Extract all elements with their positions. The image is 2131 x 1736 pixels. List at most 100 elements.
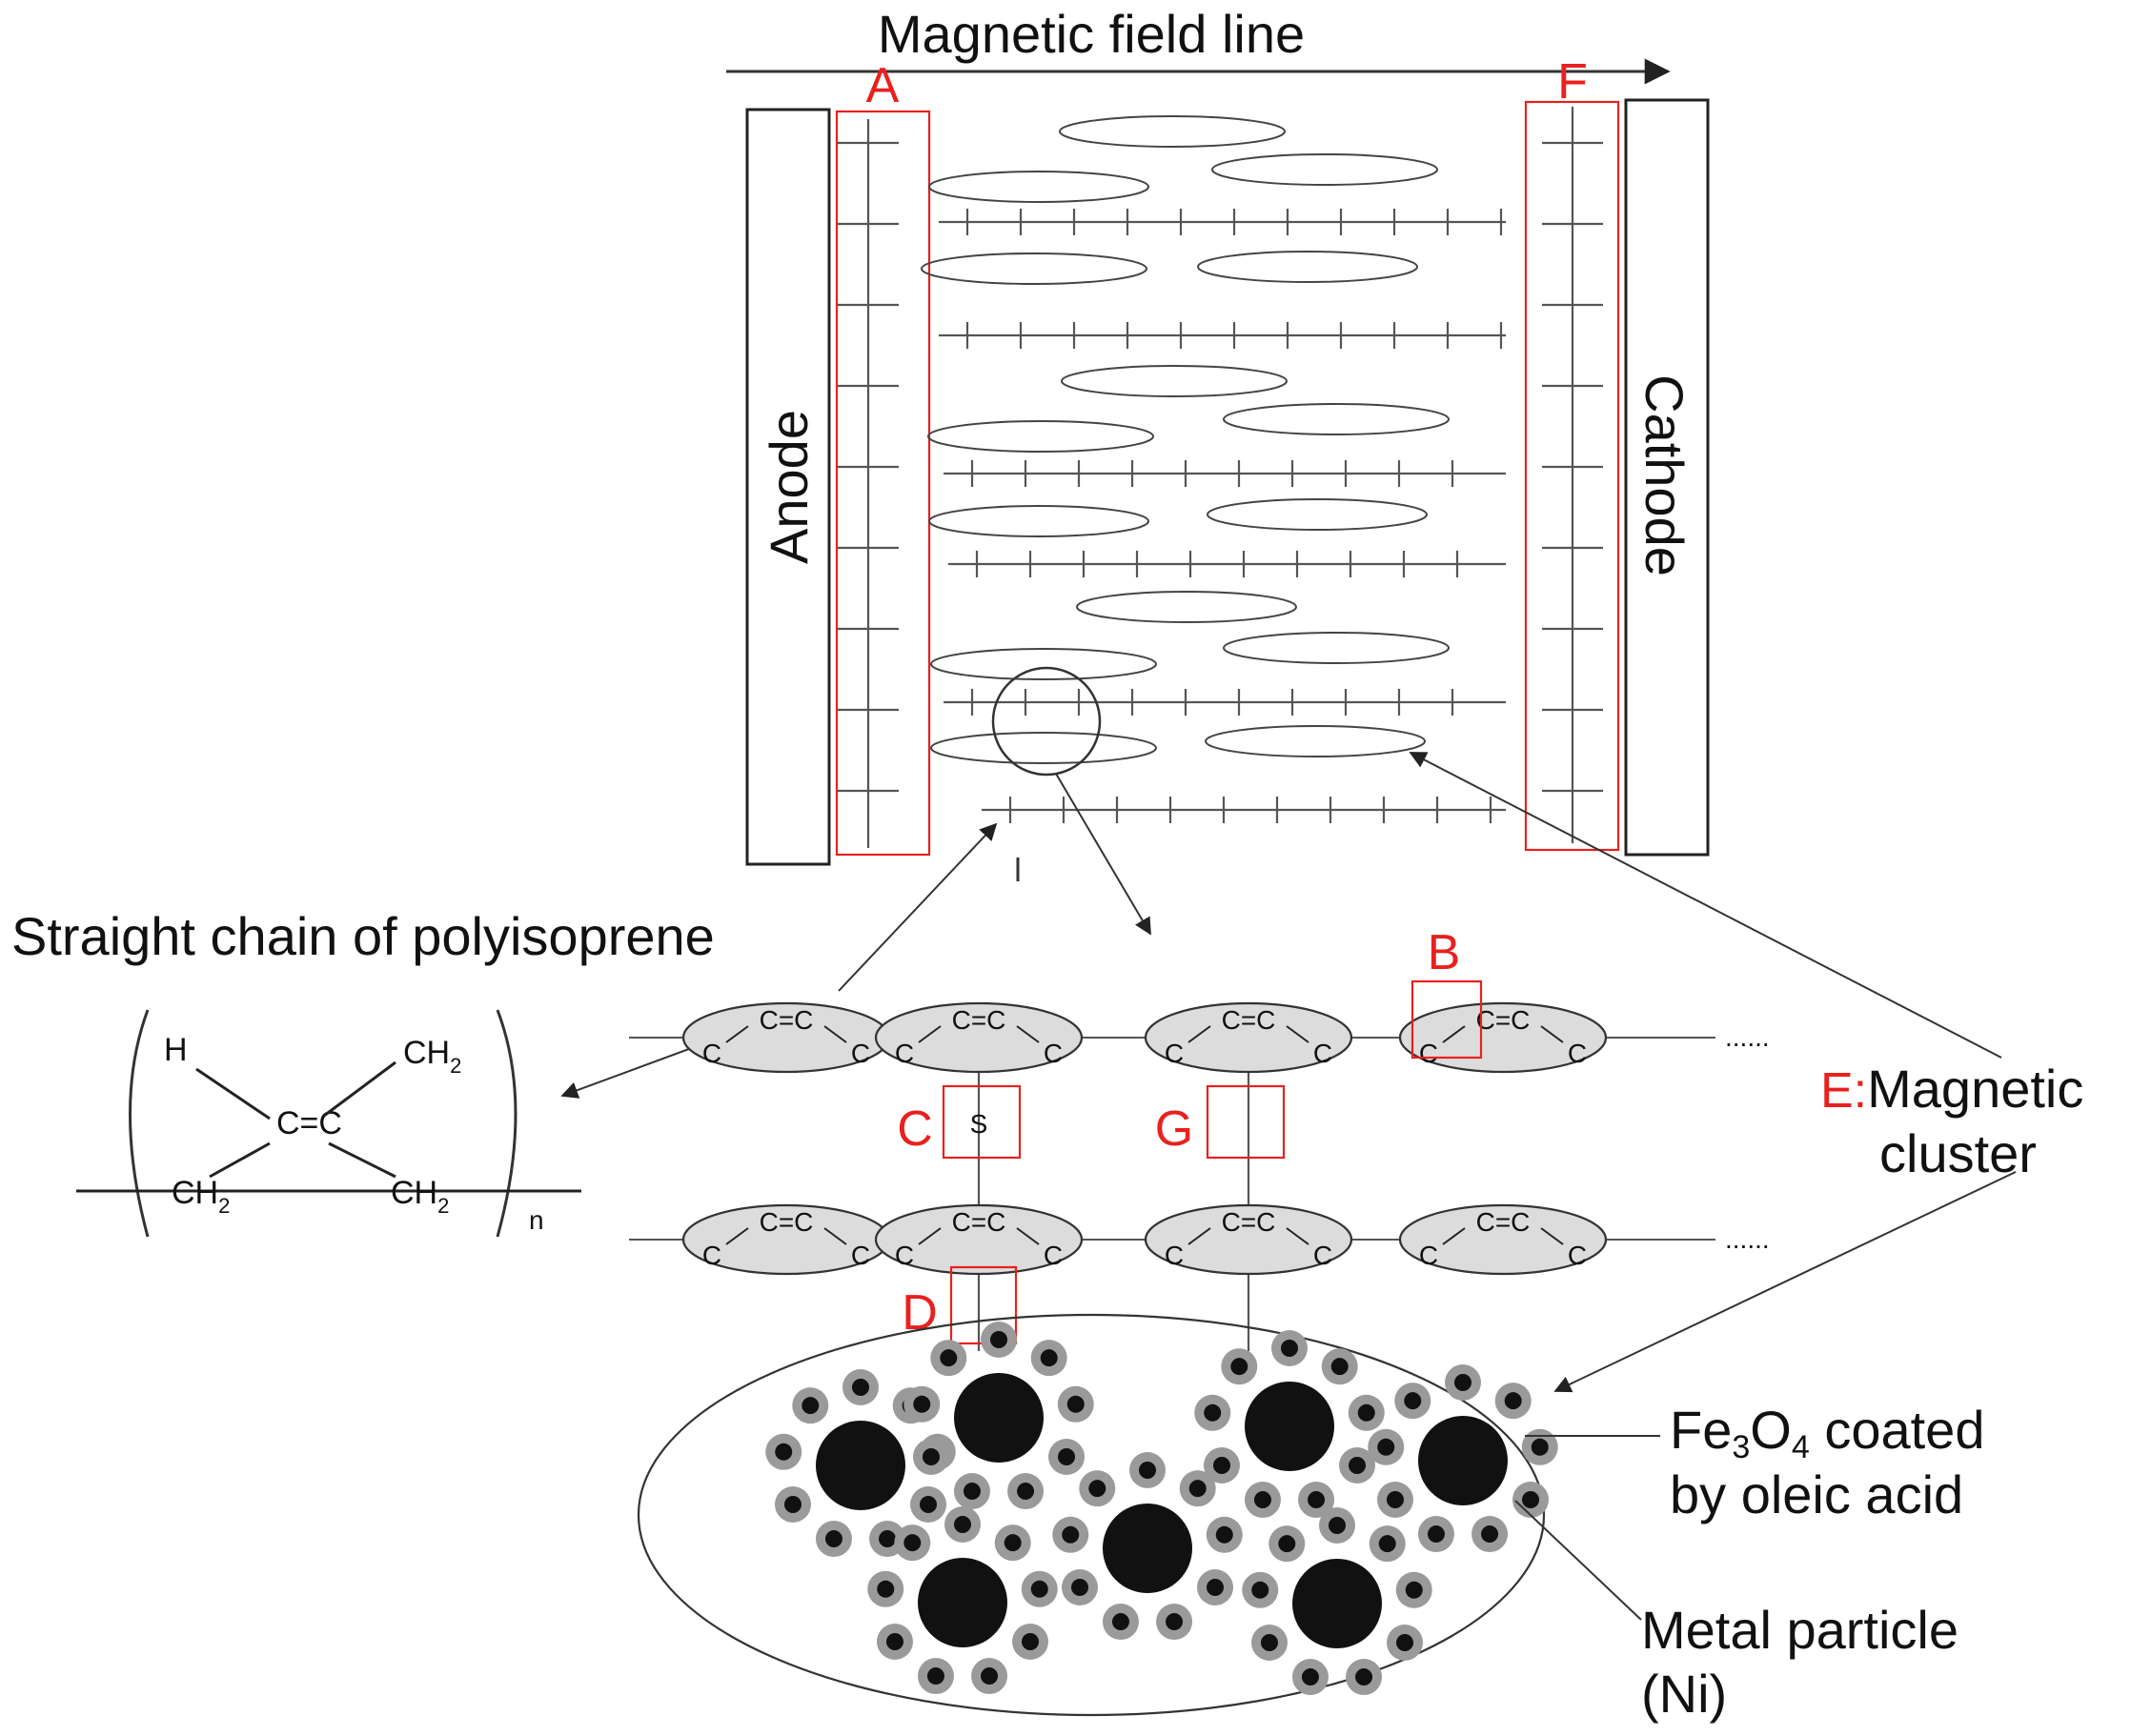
unit-carbon-left: C: [1419, 1241, 1438, 1270]
unit-double-bond: C=C: [1222, 1207, 1276, 1237]
magnetic-cluster-ellipse: [928, 171, 1149, 203]
fe3o4-core: [885, 1633, 903, 1650]
fe3o4-core: [1427, 1525, 1445, 1544]
cathode-plate: Cathode: [1624, 98, 1710, 857]
unit-carbon-left: C: [1165, 1241, 1184, 1270]
fe3o4-core: [1022, 1633, 1040, 1650]
unit-double-bond: C=C: [1476, 1207, 1531, 1237]
fe3o4-core: [981, 1667, 999, 1686]
magnetic-cluster-ellipse: [930, 732, 1157, 764]
fe3o4-core: [1278, 1535, 1296, 1553]
unit-carbon-left: C: [702, 1039, 721, 1068]
region-b: B: [1411, 925, 1483, 1060]
fe3o4-core: [1330, 1358, 1349, 1376]
fe3o4-core: [1062, 1525, 1080, 1544]
fe3o4-core: [1386, 1491, 1404, 1508]
fe3o4-core: [940, 1349, 958, 1367]
oleic-acid-label: by oleic acid: [1670, 1464, 1963, 1524]
fe3o4-core: [1230, 1358, 1248, 1376]
fe3o4-core: [1070, 1579, 1088, 1596]
unit-carbon-right: C: [851, 1039, 870, 1068]
fe3o4-core: [922, 1448, 940, 1465]
magnetic-cluster-label-1: E:Magnetic: [1820, 1059, 2083, 1119]
fe3o4-core: [1357, 1403, 1375, 1422]
fe3o4-core: [1251, 1581, 1269, 1599]
fe3o4-core: [1404, 1392, 1422, 1410]
fe3o4-core: [775, 1443, 793, 1461]
sulfur-atom: S: [970, 1109, 988, 1139]
metal-particles: [765, 1322, 1558, 1696]
unit-double-bond: C=C: [952, 1207, 1006, 1237]
horizontal-chains: [939, 209, 1506, 823]
fe3o4-core: [1504, 1392, 1522, 1410]
marker-f: F: [1557, 54, 1588, 110]
magnetic-cluster-ellipse: [1059, 115, 1286, 148]
fe3o4-core: [1188, 1480, 1207, 1498]
fe3o4-core: [1260, 1634, 1278, 1651]
unit-carbon-right: C: [1313, 1241, 1332, 1270]
marker-b: B: [1428, 925, 1461, 980]
magnetic-cluster-ellipse: [921, 252, 1147, 285]
fe3o4-core: [963, 1483, 981, 1501]
unit-carbon-right: C: [1313, 1039, 1332, 1068]
magnetic-cluster-ellipse: [928, 505, 1149, 537]
unit-carbon-right: C: [1044, 1241, 1063, 1270]
fe3o4-core: [824, 1530, 842, 1548]
atom-ch-left: CH: [172, 1175, 218, 1211]
cluster-ellipses: [921, 115, 1450, 764]
magnetic-cluster-ellipse: [1076, 591, 1297, 623]
region-a-ticks: [838, 141, 899, 793]
fe3o4-core: [913, 1395, 931, 1413]
fe3o4-core: [1531, 1438, 1549, 1456]
marker-g: G: [1155, 1101, 1193, 1157]
magnetic-field-line: Magnetic field line: [726, 4, 1671, 85]
magnetic-cluster-label-2: cluster: [1879, 1123, 2037, 1183]
fe3o4-core: [1481, 1525, 1499, 1544]
fe3o4-core: [1139, 1462, 1156, 1479]
magnetic-cluster-ellipse: [1223, 403, 1450, 435]
fe3o4-core: [1377, 1438, 1395, 1456]
unit-carbon-left: C: [895, 1241, 914, 1270]
fe3o4-core: [1522, 1491, 1540, 1508]
fe3o4-label: Fe3O4 coated: [1670, 1400, 1984, 1465]
repeat-n: n: [529, 1205, 544, 1235]
unit-carbon-right: C: [1044, 1039, 1063, 1068]
fe3o4-core: [1166, 1613, 1184, 1631]
magnetic-cluster: [637, 1313, 1660, 1717]
region-g: G: [1155, 1084, 1286, 1160]
magnetic-cluster-ellipse: [927, 420, 1154, 453]
fe3o4-core: [1066, 1395, 1085, 1413]
anode-label: Anode: [759, 410, 819, 564]
magnetic-cluster-ellipse: [1211, 153, 1438, 186]
unit-carbon-left: C: [1165, 1039, 1184, 1068]
unit-double-bond: C=C: [1476, 1005, 1531, 1035]
fe3o4-core: [1111, 1613, 1129, 1631]
fe3o4-core: [990, 1331, 1007, 1348]
fe3o4-core: [1215, 1525, 1233, 1544]
svg-text:CH2: CH2: [403, 1035, 461, 1078]
marker-c: C: [897, 1101, 933, 1157]
metal-particle: [954, 1373, 1044, 1463]
isoprene-unit: C=C C C: [681, 1001, 891, 1074]
fe3o4-core: [1253, 1491, 1271, 1509]
unit-carbon-left: C: [1419, 1039, 1438, 1068]
magnetic-cluster-ellipse: [930, 648, 1157, 680]
fe3o4-core: [802, 1397, 820, 1415]
metal-particle: [1245, 1382, 1334, 1471]
unit-double-bond: C=C: [760, 1005, 814, 1035]
fe3o4-core: [1301, 1668, 1319, 1686]
region-a: A: [835, 58, 931, 857]
fe3o4-core: [1405, 1581, 1423, 1599]
chain-continuation-top: ......: [1725, 1022, 1770, 1052]
fe3o4-core: [1040, 1349, 1058, 1367]
magnetic-cluster-ellipse: [1223, 632, 1450, 664]
fe3o4-core: [879, 1530, 897, 1548]
unit-carbon-right: C: [1568, 1039, 1587, 1068]
magnetic-cluster-ellipse: [1197, 251, 1418, 283]
metal-particle: [1418, 1416, 1508, 1505]
